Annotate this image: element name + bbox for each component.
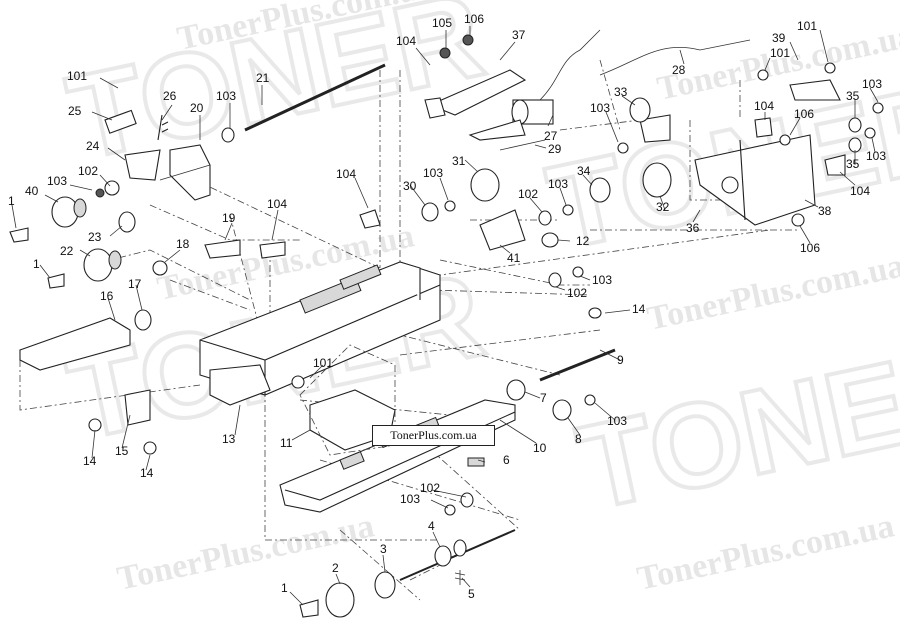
callout-101: 101 [67, 69, 87, 83]
callout-14: 14 [83, 454, 97, 468]
lower-parts [88, 307, 616, 618]
callout-29: 29 [548, 142, 562, 156]
callout-28: 28 [672, 63, 686, 77]
callout-106: 106 [794, 107, 814, 121]
callout-32: 32 [656, 200, 670, 214]
callout-14: 14 [632, 302, 646, 316]
callout-26: 26 [163, 89, 177, 103]
callout-11: 11 [280, 436, 293, 450]
callout-17: 17 [128, 277, 142, 291]
watermark-text: TonerPlus.com.ua [644, 247, 900, 338]
callout-103: 103 [607, 414, 627, 428]
callout-34: 34 [577, 164, 591, 178]
callout-13: 13 [222, 432, 236, 446]
callout-35: 35 [846, 89, 860, 103]
callout-25: 25 [68, 104, 82, 118]
callout-103: 103 [866, 149, 886, 163]
callout-103: 103 [862, 77, 882, 91]
callout-38: 38 [818, 204, 832, 218]
callout-24: 24 [86, 139, 100, 153]
callout-104: 104 [336, 167, 356, 181]
right-side-parts [617, 62, 884, 227]
callout-8: 8 [575, 432, 582, 446]
callout-22: 22 [60, 244, 74, 258]
callout-101: 101 [797, 19, 817, 33]
callout-37: 37 [512, 28, 526, 42]
callout-4: 4 [428, 519, 435, 533]
callout-9: 9 [617, 353, 624, 367]
callout-103: 103 [400, 492, 420, 506]
callout-103: 103 [423, 166, 443, 180]
callout-104: 104 [267, 197, 287, 211]
site-label-box: TonerPlus.com.ua [372, 425, 495, 446]
callout-104: 104 [850, 184, 870, 198]
left-parts [9, 63, 386, 426]
callout-3: 3 [380, 542, 387, 556]
callout-101: 101 [313, 356, 333, 370]
callout-41: 41 [507, 251, 521, 265]
callout-102: 102 [518, 187, 538, 201]
callout-103: 103 [592, 273, 612, 287]
callout-103: 103 [590, 101, 610, 115]
callout-21: 21 [256, 71, 270, 85]
callout-19: 19 [222, 211, 236, 225]
callout-103: 103 [216, 89, 236, 103]
callout-6: 6 [503, 453, 510, 467]
leader-lines [11, 26, 879, 606]
callout-35: 35 [846, 157, 860, 171]
watermark-text: TonerPlus.com.ua [634, 507, 897, 598]
callout-23: 23 [88, 230, 102, 244]
callout-106: 106 [464, 12, 484, 26]
callout-105: 105 [432, 16, 452, 30]
callout-103: 103 [548, 177, 568, 191]
callout-14: 14 [140, 466, 154, 480]
watermark-brand: TONER [58, 0, 495, 185]
callout-40: 40 [25, 184, 39, 198]
callout-27: 27 [544, 129, 558, 143]
callout-31: 31 [452, 154, 466, 168]
callout-16: 16 [100, 289, 114, 303]
callout-18: 18 [176, 237, 190, 251]
callout-104: 104 [396, 34, 416, 48]
callout-101: 101 [770, 46, 790, 60]
callout-102: 102 [78, 164, 98, 178]
callout-1: 1 [33, 257, 40, 271]
callout-104: 104 [754, 99, 774, 113]
callout-12: 12 [576, 234, 590, 248]
callout-103: 103 [47, 174, 67, 188]
callout-15: 15 [115, 444, 129, 458]
callout-7: 7 [540, 391, 547, 405]
callout-numbers: 101 25 26 20 103 21 105 106 104 37 27 28… [8, 12, 886, 601]
main-frame-assembly [199, 261, 441, 406]
callout-33: 33 [614, 85, 628, 99]
callout-2: 2 [332, 561, 339, 575]
callout-1: 1 [8, 194, 15, 208]
callout-39: 39 [772, 31, 786, 45]
center-top-parts [359, 29, 751, 288]
callout-30: 30 [403, 179, 417, 193]
callout-5: 5 [468, 587, 475, 601]
callout-102: 102 [420, 481, 440, 495]
callout-102: 102 [567, 286, 587, 300]
callout-36: 36 [686, 221, 700, 235]
callout-1: 1 [281, 581, 288, 595]
callout-20: 20 [190, 101, 204, 115]
callout-10: 10 [533, 441, 547, 455]
callout-106: 106 [800, 241, 820, 255]
